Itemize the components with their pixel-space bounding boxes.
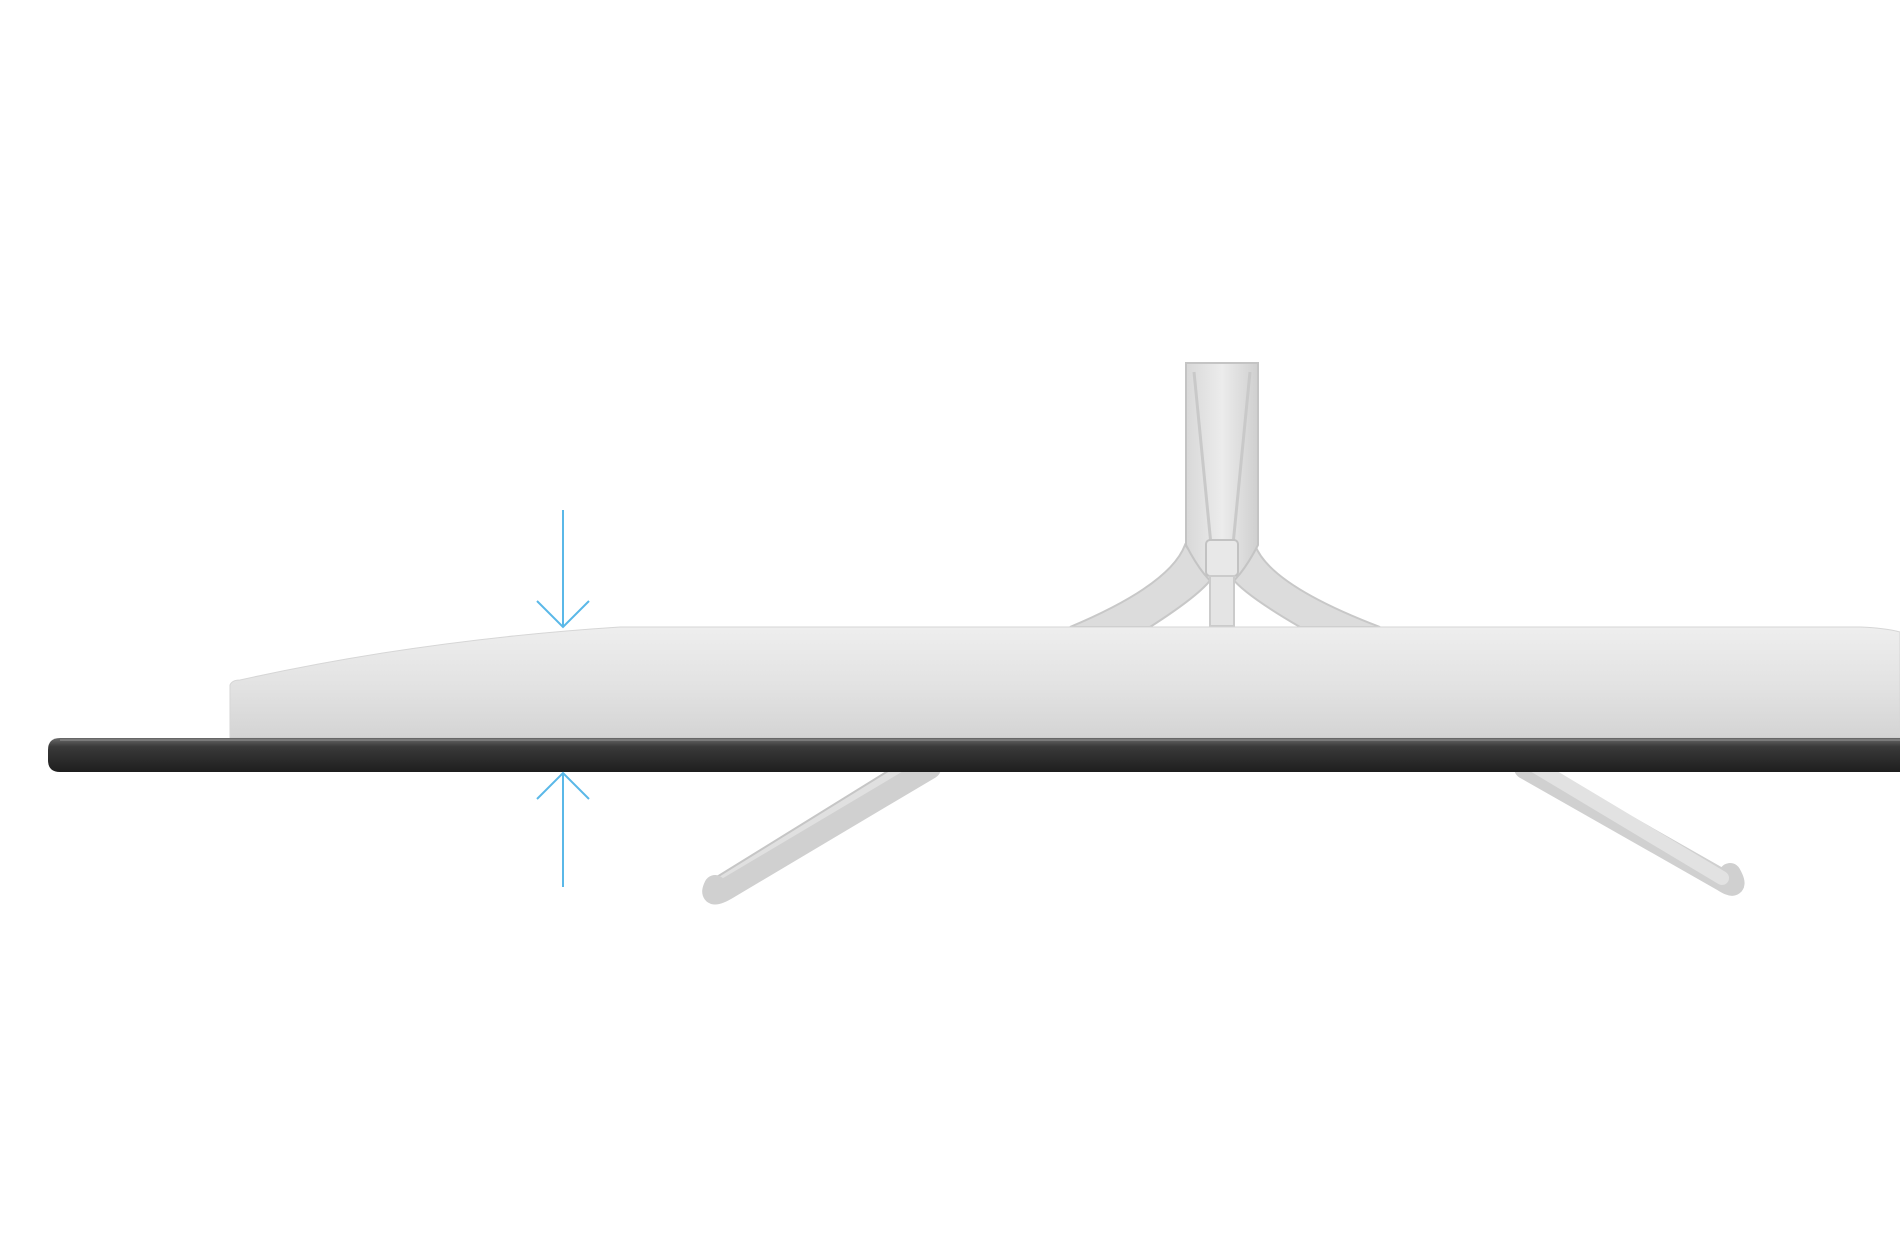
stand-hinge (1205, 539, 1239, 577)
arrow-down-icon (536, 510, 590, 629)
thickness-indicator (536, 510, 590, 887)
display-panel-edge (48, 738, 1900, 772)
stand-leg-right (1518, 753, 1729, 885)
arrow-up-icon (536, 771, 590, 887)
stand (702, 362, 1745, 905)
monitor-rear-housing (229, 626, 1900, 739)
